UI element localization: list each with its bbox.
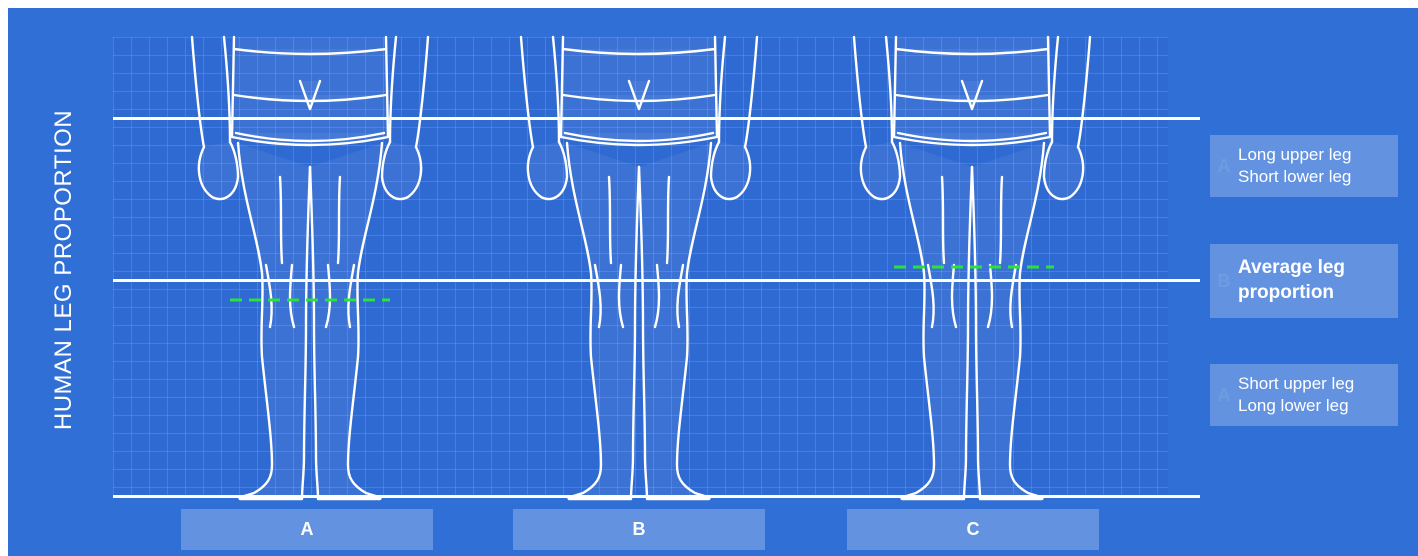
legend-line: Average leg	[1238, 256, 1345, 281]
legend-line: proportion	[1238, 281, 1345, 306]
legend-line: Short lower leg	[1238, 166, 1351, 188]
figure-c-label: C	[847, 509, 1099, 550]
figure-b	[521, 37, 757, 499]
legend-item-short-upper: A Short upper leg Long lower leg	[1210, 364, 1398, 426]
knee-reference-line	[113, 279, 1200, 282]
legend-line: Long lower leg	[1238, 395, 1354, 417]
figure-b-label: B	[513, 509, 765, 550]
legend-line: Long upper leg	[1238, 144, 1351, 166]
legend-text: Short upper leg Long lower leg	[1238, 373, 1354, 417]
legend-item-average: B Average leg proportion	[1210, 244, 1398, 318]
legend-letter: B	[1210, 271, 1238, 292]
legend-item-long-upper: A Long upper leg Short lower leg	[1210, 135, 1398, 197]
figure-a-label: A	[181, 509, 433, 550]
hip-reference-line	[113, 117, 1200, 120]
legend-text: Long upper leg Short lower leg	[1238, 144, 1351, 188]
legend-letter: A	[1210, 385, 1238, 406]
ground-reference-line	[113, 495, 1200, 498]
figure-a	[192, 37, 428, 499]
legend-line: Short upper leg	[1238, 373, 1354, 395]
legend-letter: A	[1210, 156, 1238, 177]
legend-text: Average leg proportion	[1238, 256, 1345, 305]
